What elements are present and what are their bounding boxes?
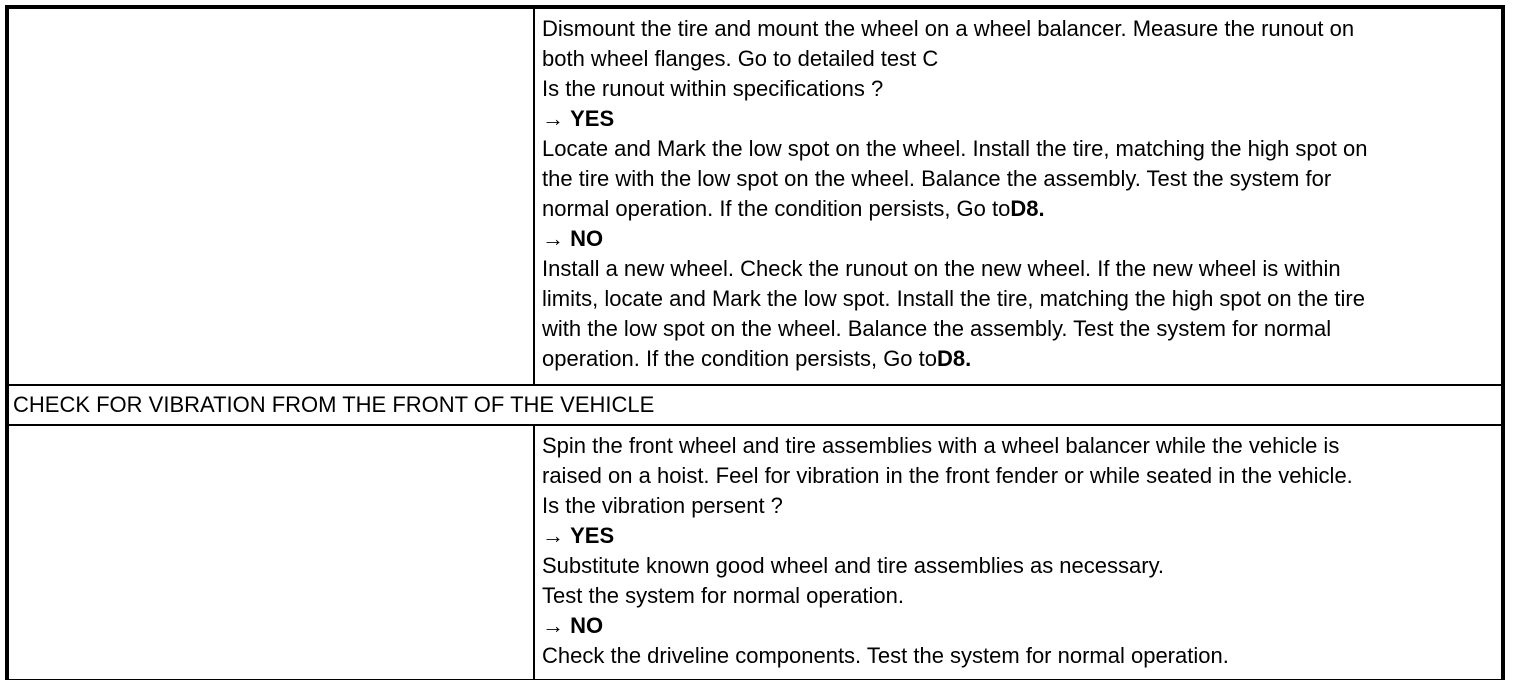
text-segment: NO: [570, 226, 604, 251]
text-segment: YES: [570, 106, 615, 131]
text-line: → YES: [542, 521, 1497, 551]
text-line: Spin the front wheel and tire assemblies…: [542, 431, 1497, 461]
arrow-right-icon: →: [542, 106, 571, 131]
table-row-runout: Dismount the tire and mount the wheel on…: [6, 6, 1504, 386]
text-line: the tire with the low spot on the wheel.…: [542, 164, 1497, 194]
text-line: Is the runout within specifications ?: [542, 74, 1497, 104]
text-line: Check the driveline components. Test the…: [542, 641, 1497, 671]
text-segment: Test the system for normal operation.: [542, 583, 904, 608]
arrow-right-icon: →: [542, 523, 571, 548]
text-line: with the low spot on the wheel. Balance …: [542, 314, 1497, 344]
text-segment: D8.: [937, 346, 972, 371]
action-cell-empty: [6, 424, 535, 680]
text-segment: YES: [570, 523, 615, 548]
text-segment: Locate and Mark the low spot on the whee…: [542, 136, 1368, 161]
text-line: Test the system for normal operation.: [542, 581, 1497, 611]
procedure-cell-vibration: Spin the front wheel and tire assemblies…: [533, 424, 1504, 680]
text-segment: Spin the front wheel and tire assemblies…: [542, 433, 1340, 458]
text-segment: both wheel flanges. Go to detailed test …: [542, 46, 939, 71]
text-segment: NO: [570, 613, 604, 638]
text-segment: D8.: [1010, 196, 1045, 221]
action-cell-empty: [6, 6, 535, 386]
text-segment: raised on a hoist. Feel for vibration in…: [542, 463, 1353, 488]
text-segment: Is the runout within specifications ?: [542, 76, 884, 101]
text-line: raised on a hoist. Feel for vibration in…: [542, 461, 1497, 491]
arrow-right-icon: →: [542, 226, 571, 251]
text-segment: Substitute known good wheel and tire ass…: [542, 553, 1165, 578]
text-line: Install a new wheel. Check the runout on…: [542, 254, 1497, 284]
text-segment: Install a new wheel. Check the runout on…: [542, 256, 1341, 281]
text-segment: operation. If the condition persists, Go…: [542, 346, 938, 371]
text-segment: limits, locate and Mark the low spot. In…: [542, 286, 1365, 311]
text-line: operation. If the condition persists, Go…: [542, 344, 1497, 374]
text-line: normal operation. If the condition persi…: [542, 194, 1497, 224]
text-line: both wheel flanges. Go to detailed test …: [542, 44, 1497, 74]
section-header: CHECK FOR VIBRATION FROM THE FRONT OF TH…: [6, 384, 1504, 426]
text-line: → YES: [542, 104, 1497, 134]
table-row-section: CHECK FOR VIBRATION FROM THE FRONT OF TH…: [6, 384, 1504, 426]
text-segment: Dismount the tire and mount the wheel on…: [542, 16, 1355, 41]
text-line: Is the vibration persent ?: [542, 491, 1497, 521]
table-row-vibration: Spin the front wheel and tire assemblies…: [6, 424, 1504, 680]
diagnostic-table: Dismount the tire and mount the wheel on…: [5, 5, 1505, 680]
text-line: → NO: [542, 224, 1497, 254]
text-line: Substitute known good wheel and tire ass…: [542, 551, 1497, 581]
text-line: limits, locate and Mark the low spot. In…: [542, 284, 1497, 314]
text-segment: with the low spot on the wheel. Balance …: [542, 316, 1332, 341]
text-segment: Is the vibration persent ?: [542, 493, 783, 518]
text-line: Locate and Mark the low spot on the whee…: [542, 134, 1497, 164]
text-line: Dismount the tire and mount the wheel on…: [542, 14, 1497, 44]
text-line: → NO: [542, 611, 1497, 641]
procedure-cell-runout: Dismount the tire and mount the wheel on…: [533, 6, 1504, 386]
text-segment: Check the driveline components. Test the…: [542, 643, 1229, 668]
arrow-right-icon: →: [542, 613, 571, 638]
text-segment: the tire with the low spot on the wheel.…: [542, 166, 1332, 191]
text-segment: normal operation. If the condition persi…: [542, 196, 1011, 221]
